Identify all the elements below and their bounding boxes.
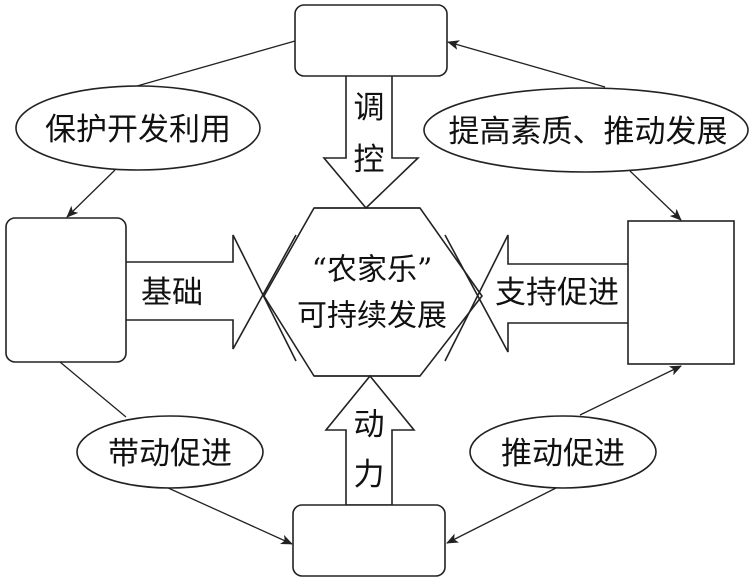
power-label-1: 动 bbox=[354, 407, 385, 443]
connector-drive-to-bottom bbox=[165, 486, 293, 545]
drive-promote-label: 带动促进 bbox=[108, 436, 232, 472]
connector-left-to-drive bbox=[59, 361, 127, 418]
regulate-block-arrow bbox=[322, 74, 420, 210]
protect-develop-label: 保护开发利用 bbox=[45, 112, 231, 148]
support-block-arrow-outline bbox=[444, 234, 628, 362]
connector-protect-to-left bbox=[66, 169, 116, 218]
center-title-line2: 可持续发展 bbox=[297, 299, 447, 334]
foundation-label: 基础 bbox=[141, 275, 203, 311]
drive-promote-ellipse bbox=[76, 415, 264, 489]
regulate-label-1: 调 bbox=[354, 90, 385, 126]
connector-push-to-bottom bbox=[446, 487, 557, 544]
power-block-arrow bbox=[324, 374, 416, 506]
top-box bbox=[294, 4, 448, 77]
bottom-box bbox=[292, 504, 446, 577]
connector-top-to-protect bbox=[136, 40, 296, 87]
regulate-label-2: 控 bbox=[354, 142, 385, 178]
push-promote-label: 推动促进 bbox=[501, 436, 625, 472]
connector-quality-to-right bbox=[629, 170, 682, 221]
right-box bbox=[627, 220, 735, 365]
quality-develop-ellipse bbox=[423, 87, 749, 173]
center-title-line1: “农家乐” bbox=[312, 253, 433, 288]
quality-develop-label: 提高素质、推动发展 bbox=[449, 114, 728, 150]
protect-develop-ellipse bbox=[15, 85, 261, 171]
support-promote-label: 支持促进 bbox=[495, 275, 619, 311]
left-box bbox=[5, 217, 127, 363]
push-promote-ellipse bbox=[469, 415, 657, 489]
connector-push-to-right bbox=[579, 365, 682, 416]
connector-quality-to-top bbox=[447, 40, 606, 88]
power-label-2: 力 bbox=[354, 457, 385, 493]
